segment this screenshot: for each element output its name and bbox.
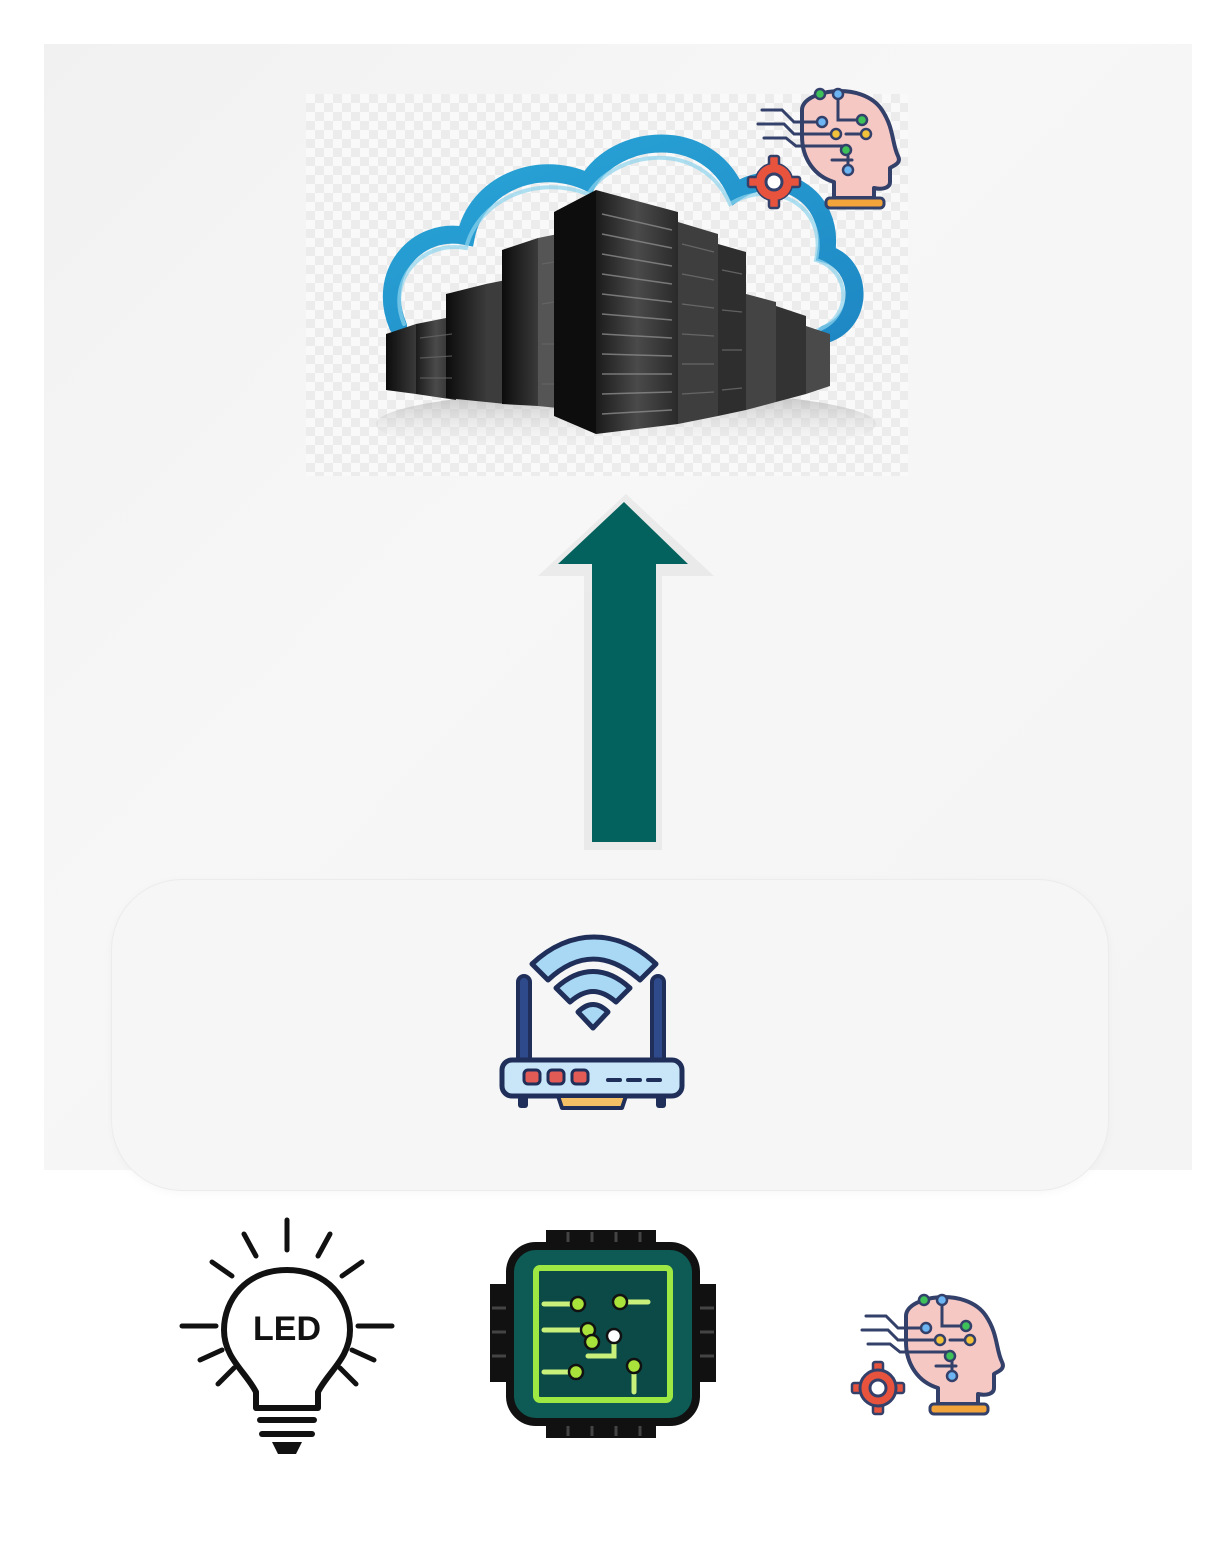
up-arrow-icon (536, 490, 716, 852)
microcontroller-chip-icon (488, 1228, 718, 1440)
cloud-server-icon (376, 134, 876, 458)
ai-head-gear-icon (846, 1286, 1008, 1418)
led-label: LED (253, 1310, 321, 1348)
ai-head-gear-icon (742, 80, 904, 212)
led-bulb-icon: LED (176, 1216, 398, 1458)
wifi-router-icon (498, 930, 686, 1110)
edge-device-group (112, 880, 1108, 1190)
